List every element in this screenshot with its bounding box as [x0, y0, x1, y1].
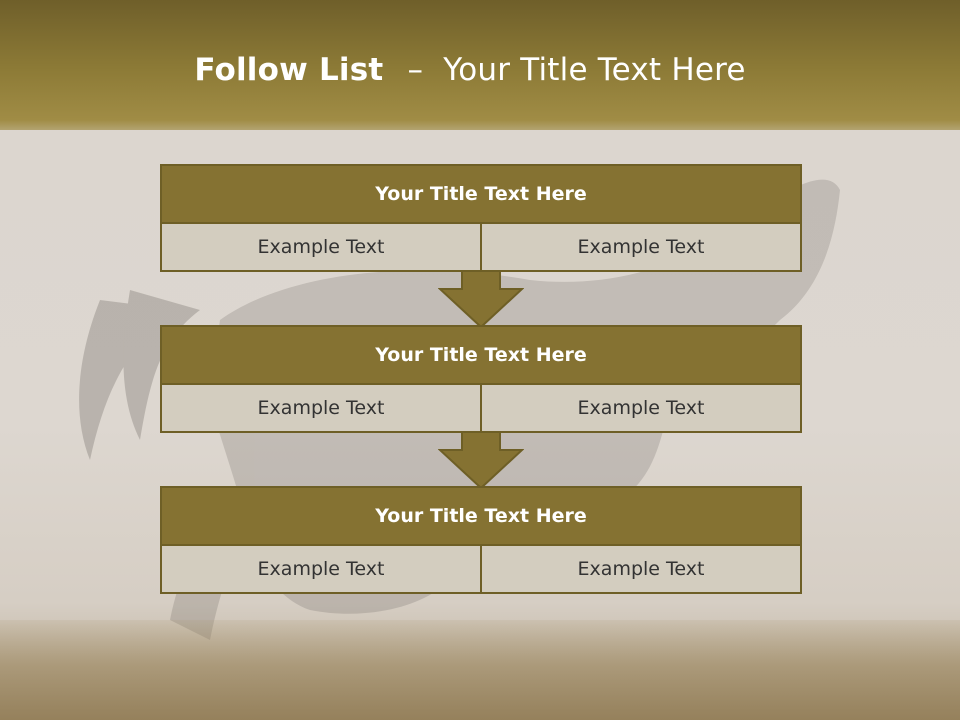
block-cell-right: Example Text	[480, 385, 800, 431]
title-separator: –	[407, 52, 424, 88]
slide-title: Follow List – Your Title Text Here	[0, 52, 940, 88]
block-cell-left: Example Text	[162, 385, 480, 431]
header-band	[0, 0, 960, 150]
down-arrow-icon	[438, 271, 524, 329]
block-cell-left: Example Text	[162, 546, 480, 592]
block-title: Your Title Text Here	[162, 327, 800, 385]
block-title: Your Title Text Here	[162, 488, 800, 546]
title-rest: Your Title Text Here	[443, 52, 746, 88]
down-arrow-icon	[438, 432, 524, 490]
block-cell-right: Example Text	[480, 546, 800, 592]
block-row: Example Text Example Text	[162, 224, 800, 270]
block-row: Example Text Example Text	[162, 385, 800, 431]
title-bold: Follow List	[194, 52, 384, 88]
list-block-1: Your Title Text Here Example Text Exampl…	[160, 164, 802, 272]
grass-ground	[0, 620, 960, 720]
block-title: Your Title Text Here	[162, 166, 800, 224]
list-block-3: Your Title Text Here Example Text Exampl…	[160, 486, 802, 594]
list-block-2: Your Title Text Here Example Text Exampl…	[160, 325, 802, 433]
block-cell-right: Example Text	[480, 224, 800, 270]
block-cell-left: Example Text	[162, 224, 480, 270]
block-row: Example Text Example Text	[162, 546, 800, 592]
